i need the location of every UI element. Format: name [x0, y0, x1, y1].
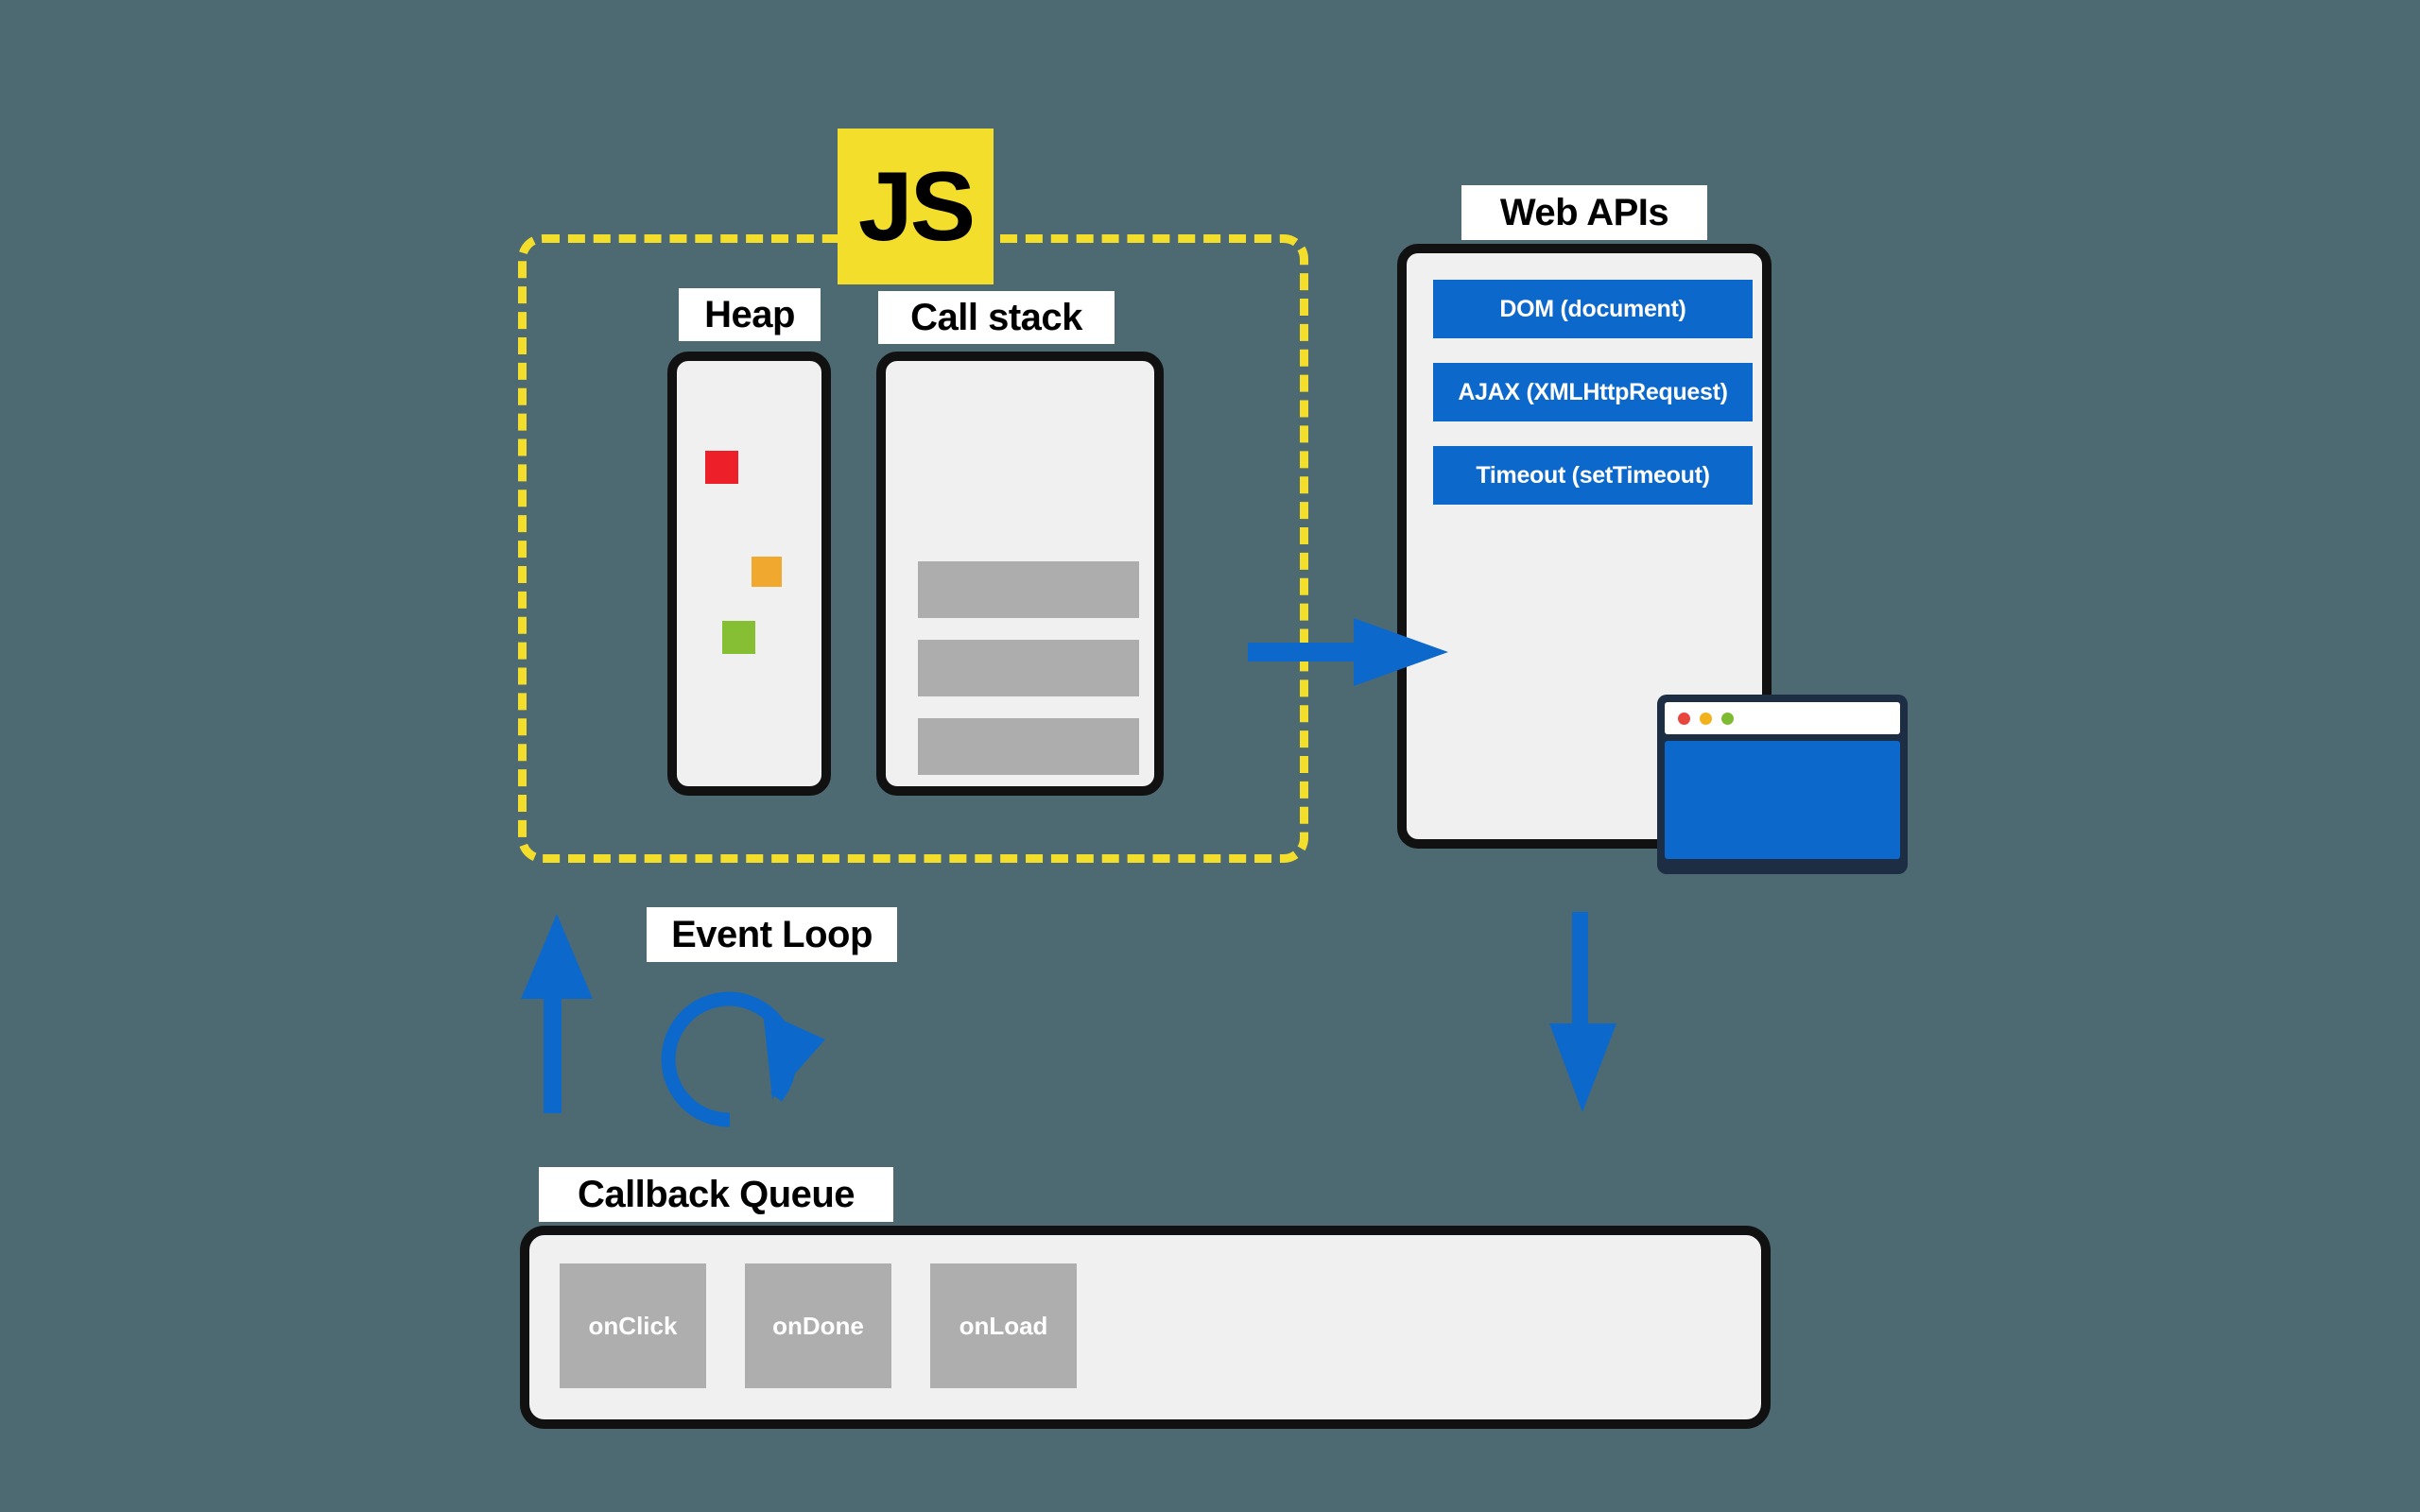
web-api-timeout[interactable]: Timeout (setTimeout) — [1433, 446, 1753, 505]
stack-frame-bottom — [918, 718, 1139, 775]
arrow-right-to-web-apis — [1248, 618, 1448, 686]
event-loop-label: Event Loop — [647, 907, 897, 962]
heap-object-orange — [752, 557, 782, 587]
arrow-circular-event-loop — [661, 991, 825, 1127]
browser-titlebar — [1665, 702, 1900, 734]
web-api-dom[interactable]: DOM (document) — [1433, 280, 1753, 338]
heap-object-red — [705, 451, 738, 484]
stack-frame-top — [918, 561, 1139, 618]
javascript-logo-text: JS — [857, 151, 976, 262]
maximize-dot — [1721, 712, 1734, 725]
call-stack-label: Call stack — [878, 291, 1115, 344]
close-dot — [1678, 712, 1690, 725]
call-stack-panel — [876, 352, 1164, 796]
browser-window-icon — [1657, 695, 1908, 874]
arrow-up-to-call-stack — [521, 914, 593, 1113]
callback-item-onclick[interactable]: onClick — [560, 1263, 706, 1388]
minimize-dot — [1700, 712, 1712, 725]
browser-viewport — [1665, 741, 1900, 859]
arrow-down-from-web-apis — [1549, 912, 1616, 1112]
callback-queue-panel: onClick onDone onLoad — [520, 1226, 1771, 1429]
stack-frame-middle — [918, 640, 1139, 696]
heap-object-green — [722, 621, 755, 654]
web-api-ajax[interactable]: AJAX (XMLHttpRequest) — [1433, 363, 1753, 421]
callback-queue-label: Callback Queue — [539, 1167, 893, 1222]
heap-panel — [667, 352, 831, 796]
heap-label: Heap — [679, 288, 821, 341]
javascript-logo: JS — [838, 129, 994, 284]
web-apis-label: Web APIs — [1461, 185, 1707, 240]
callback-item-ondone[interactable]: onDone — [745, 1263, 891, 1388]
callback-item-onload[interactable]: onLoad — [930, 1263, 1077, 1388]
